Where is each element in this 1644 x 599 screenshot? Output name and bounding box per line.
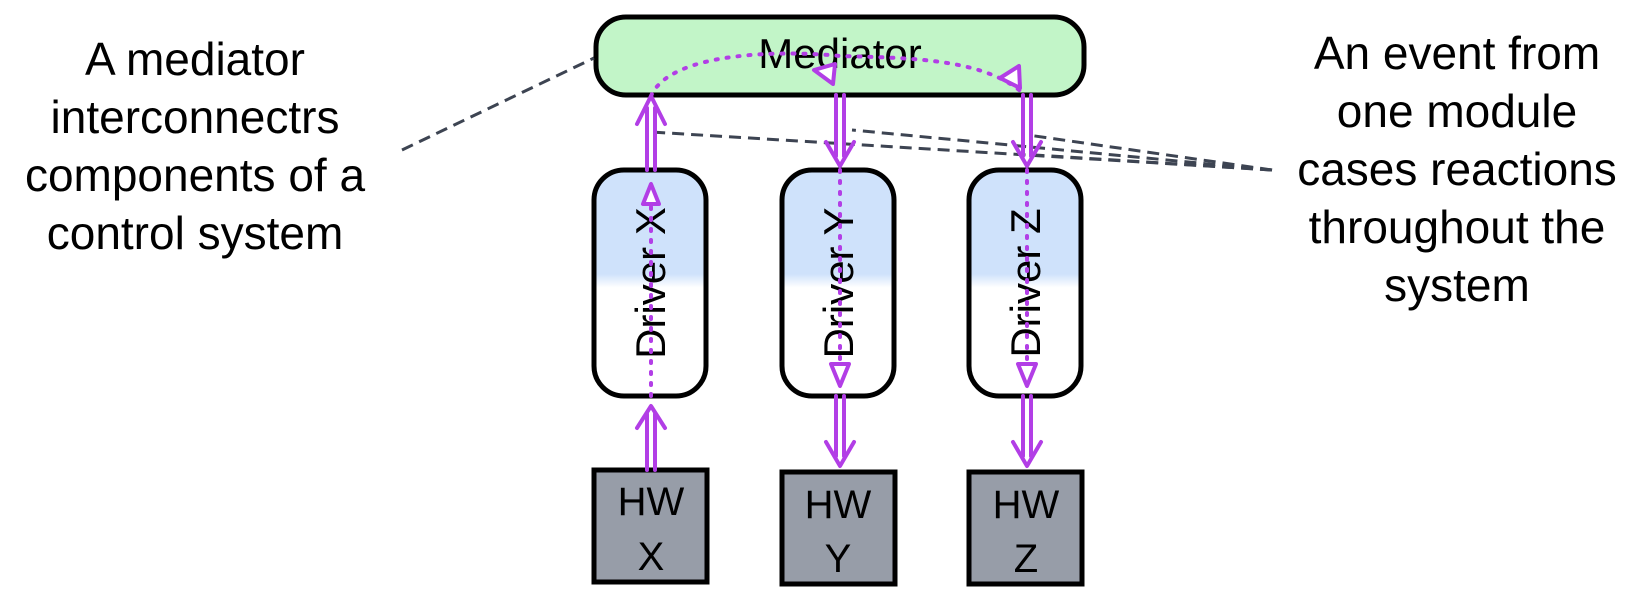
hw-y-line1: HW bbox=[805, 483, 872, 527]
caption-left: A mediator interconnectrs components of … bbox=[0, 30, 390, 262]
caption-right: An event from one module cases reactions… bbox=[1270, 24, 1644, 314]
dotted-driverx bbox=[641, 182, 661, 398]
caption-left-line: control system bbox=[46, 207, 344, 259]
caption-right-line: one module bbox=[1336, 85, 1578, 137]
hw-x-box bbox=[591, 467, 710, 585]
driver-z: Driver Z bbox=[966, 167, 1084, 399]
leader-line-left bbox=[401, 56, 595, 152]
hw-z-line2: Z bbox=[1014, 537, 1038, 581]
hw-x-line1: HW bbox=[618, 480, 685, 524]
hw-y-box bbox=[779, 469, 898, 587]
caption-right-line: system bbox=[1384, 259, 1530, 311]
hw-y-line2: Y bbox=[825, 537, 852, 581]
dotted-drivery bbox=[829, 168, 851, 388]
leader-line-z2 bbox=[1034, 153, 1273, 172]
mediator-label: Mediator bbox=[758, 30, 921, 77]
hw-x: HW X bbox=[591, 467, 710, 585]
arrow-mediator-to-driverz bbox=[1011, 93, 1043, 168]
arrow-hwx-to-driverx bbox=[635, 404, 667, 472]
event-flow bbox=[635, 51, 1043, 472]
arrow-drivery-to-hwy bbox=[824, 394, 856, 468]
hw-z-line1: HW bbox=[993, 483, 1060, 527]
hw-z-box bbox=[966, 469, 1085, 587]
leader-lines bbox=[401, 56, 1273, 172]
dotted-mediator-arc bbox=[649, 51, 1026, 98]
caption-left-line: components of a bbox=[24, 149, 366, 201]
dotted-driverz bbox=[1016, 168, 1038, 388]
caption-left-line: A mediator bbox=[85, 33, 305, 85]
leader-line-z bbox=[1027, 133, 1273, 172]
mediator-arc-head-y bbox=[812, 62, 837, 86]
hw-y: HW Y bbox=[779, 469, 898, 587]
caption-right-line: cases reactions bbox=[1297, 143, 1617, 195]
mediator-arc-head-z bbox=[998, 64, 1022, 90]
caption-left-line: interconnectrs bbox=[50, 91, 340, 143]
hw-z: HW Z bbox=[966, 469, 1085, 587]
arrow-mediator-to-drivery bbox=[824, 93, 856, 168]
caption-right-line: An event from bbox=[1313, 27, 1601, 79]
arrow-driverz-to-hwz bbox=[1011, 394, 1043, 468]
leader-line-x bbox=[650, 130, 1273, 172]
leader-line-y bbox=[851, 128, 1273, 172]
caption-right-line: throughout the bbox=[1308, 201, 1606, 253]
hw-x-line2: X bbox=[638, 535, 665, 579]
